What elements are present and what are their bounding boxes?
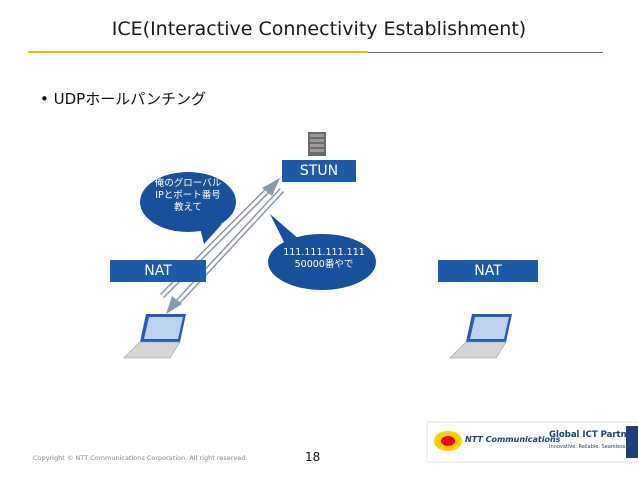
speech-bubble-left — [140, 172, 236, 244]
arrow-down-from-stun — [166, 187, 285, 314]
bubble-right-line-2: 50000番やで — [294, 259, 354, 270]
page-number: 18 — [305, 450, 321, 464]
bubble-left-line-3: 教えて — [173, 202, 203, 213]
bullet-text: • UDPホールパンチング — [40, 90, 206, 108]
server-icon — [308, 132, 326, 156]
nat-box-left: NAT — [110, 260, 206, 282]
speech-bubble-right — [268, 214, 376, 290]
logo-tagline: Global ICT Partner — [549, 430, 637, 440]
title-rule-accent — [28, 51, 368, 53]
bubble-left-line-1: 俺のグローバル — [154, 178, 222, 189]
laptop-icon-right — [449, 314, 512, 359]
laptop-icon-left — [123, 314, 186, 359]
stun-box: STUN — [282, 160, 356, 182]
bubble-right-text: 111.111.111.111 50000番やで — [274, 247, 374, 271]
logo-text-area: NTT Communications Global ICT Partner In… — [427, 422, 638, 462]
bubble-right-line-1: 111.111.111.111 — [283, 247, 365, 258]
logo-company: NTT Communications — [465, 435, 561, 444]
bubble-left-line-2: IPとポート番号 — [155, 190, 221, 201]
slide-title: ICE(Interactive Connectivity Establishme… — [111, 18, 527, 40]
logo-subtagline: Innovative. Reliable. Seamless. — [549, 444, 627, 450]
bubble-left-text: 俺のグローバル IPとポート番号 教えて — [140, 178, 236, 214]
copyright-text: Copyright © NTT Communications Corporati… — [33, 454, 248, 462]
nat-box-right: NAT — [438, 260, 538, 282]
ntt-logo — [426, 421, 638, 463]
